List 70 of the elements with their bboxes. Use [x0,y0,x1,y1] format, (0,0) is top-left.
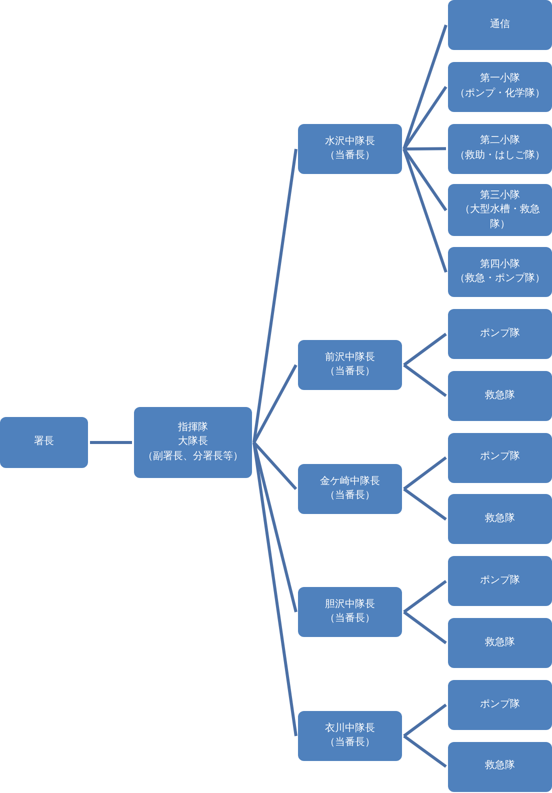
org-box [448,370,552,421]
org-box [448,618,552,668]
box-label: 救急隊 [485,759,515,774]
box-label: （当番長） [325,736,375,750]
box-label: ポンプ隊 [480,326,520,341]
org-box [448,494,552,544]
org-box [448,742,552,792]
org-box [448,0,552,50]
box-label: 胆沢中隊長 [325,598,375,612]
org-box [298,340,402,390]
connector-line [403,332,447,366]
connector-line [90,441,132,444]
box-label: 第二小隊 [480,134,520,148]
box-label: （大型水槽・救急隊） [459,203,541,232]
box-label: 水沢中隊長 [325,134,375,148]
org-box [448,184,552,236]
connector-line [403,456,447,490]
org-box [448,432,552,483]
box-label: （救助・はしご隊） [455,148,545,163]
connector-line [402,86,448,150]
connector-line [403,610,447,644]
connector-line [403,734,447,768]
box-label: （当番長） [325,149,375,163]
org-box [448,62,552,112]
org-box [298,124,402,174]
org-box [448,309,552,359]
org-box [134,407,252,478]
org-box [448,556,552,606]
box-label: ポンプ隊 [480,698,520,712]
org-box [298,587,402,637]
box-label: 救急隊 [485,636,515,650]
box-label: 衣川中隊長 [325,722,375,736]
box-label: ポンプ隊 [480,574,520,588]
connector-line [403,704,447,738]
box-label: 金ケ崎中隊長 [320,474,380,488]
box-label: 大隊長 [178,435,208,450]
connector-line [402,148,448,212]
box-label: （当番長） [325,612,375,626]
connector-line [252,364,298,444]
box-label: （救急・ポンプ隊） [455,272,545,286]
connector-line [402,148,448,273]
box-label: 署長 [34,435,54,450]
box-label: （ポンプ・化学隊） [455,86,545,101]
connector-line [404,147,446,150]
connector-line [252,442,298,736]
box-label: ポンプ隊 [480,450,520,464]
box-label: 第三小隊 [480,188,520,203]
org-box [298,464,402,514]
connector-line [402,24,448,150]
box-label: 第四小隊 [480,258,520,272]
box-label: 通信 [490,18,510,32]
box-label: （当番長） [325,489,375,503]
connector-line [403,580,447,614]
org-box [298,711,402,761]
org-box [448,680,552,730]
connector-line [252,442,298,490]
box-label: （当番長） [325,365,375,379]
box-label: 救急隊 [485,388,515,403]
connector-line [252,148,298,443]
box-label: 前沢中隊長 [325,350,375,364]
box-label: 第一小隊 [480,72,520,86]
box-label: 救急隊 [485,512,515,526]
connector-line [252,442,298,612]
connector-line [403,488,447,521]
org-box [448,247,552,298]
org-box [448,124,552,174]
org-box [0,417,88,468]
box-label: 指揮隊 [178,420,208,435]
connector-line [403,364,447,397]
box-label: （副署長、分署長等） [143,450,243,464]
